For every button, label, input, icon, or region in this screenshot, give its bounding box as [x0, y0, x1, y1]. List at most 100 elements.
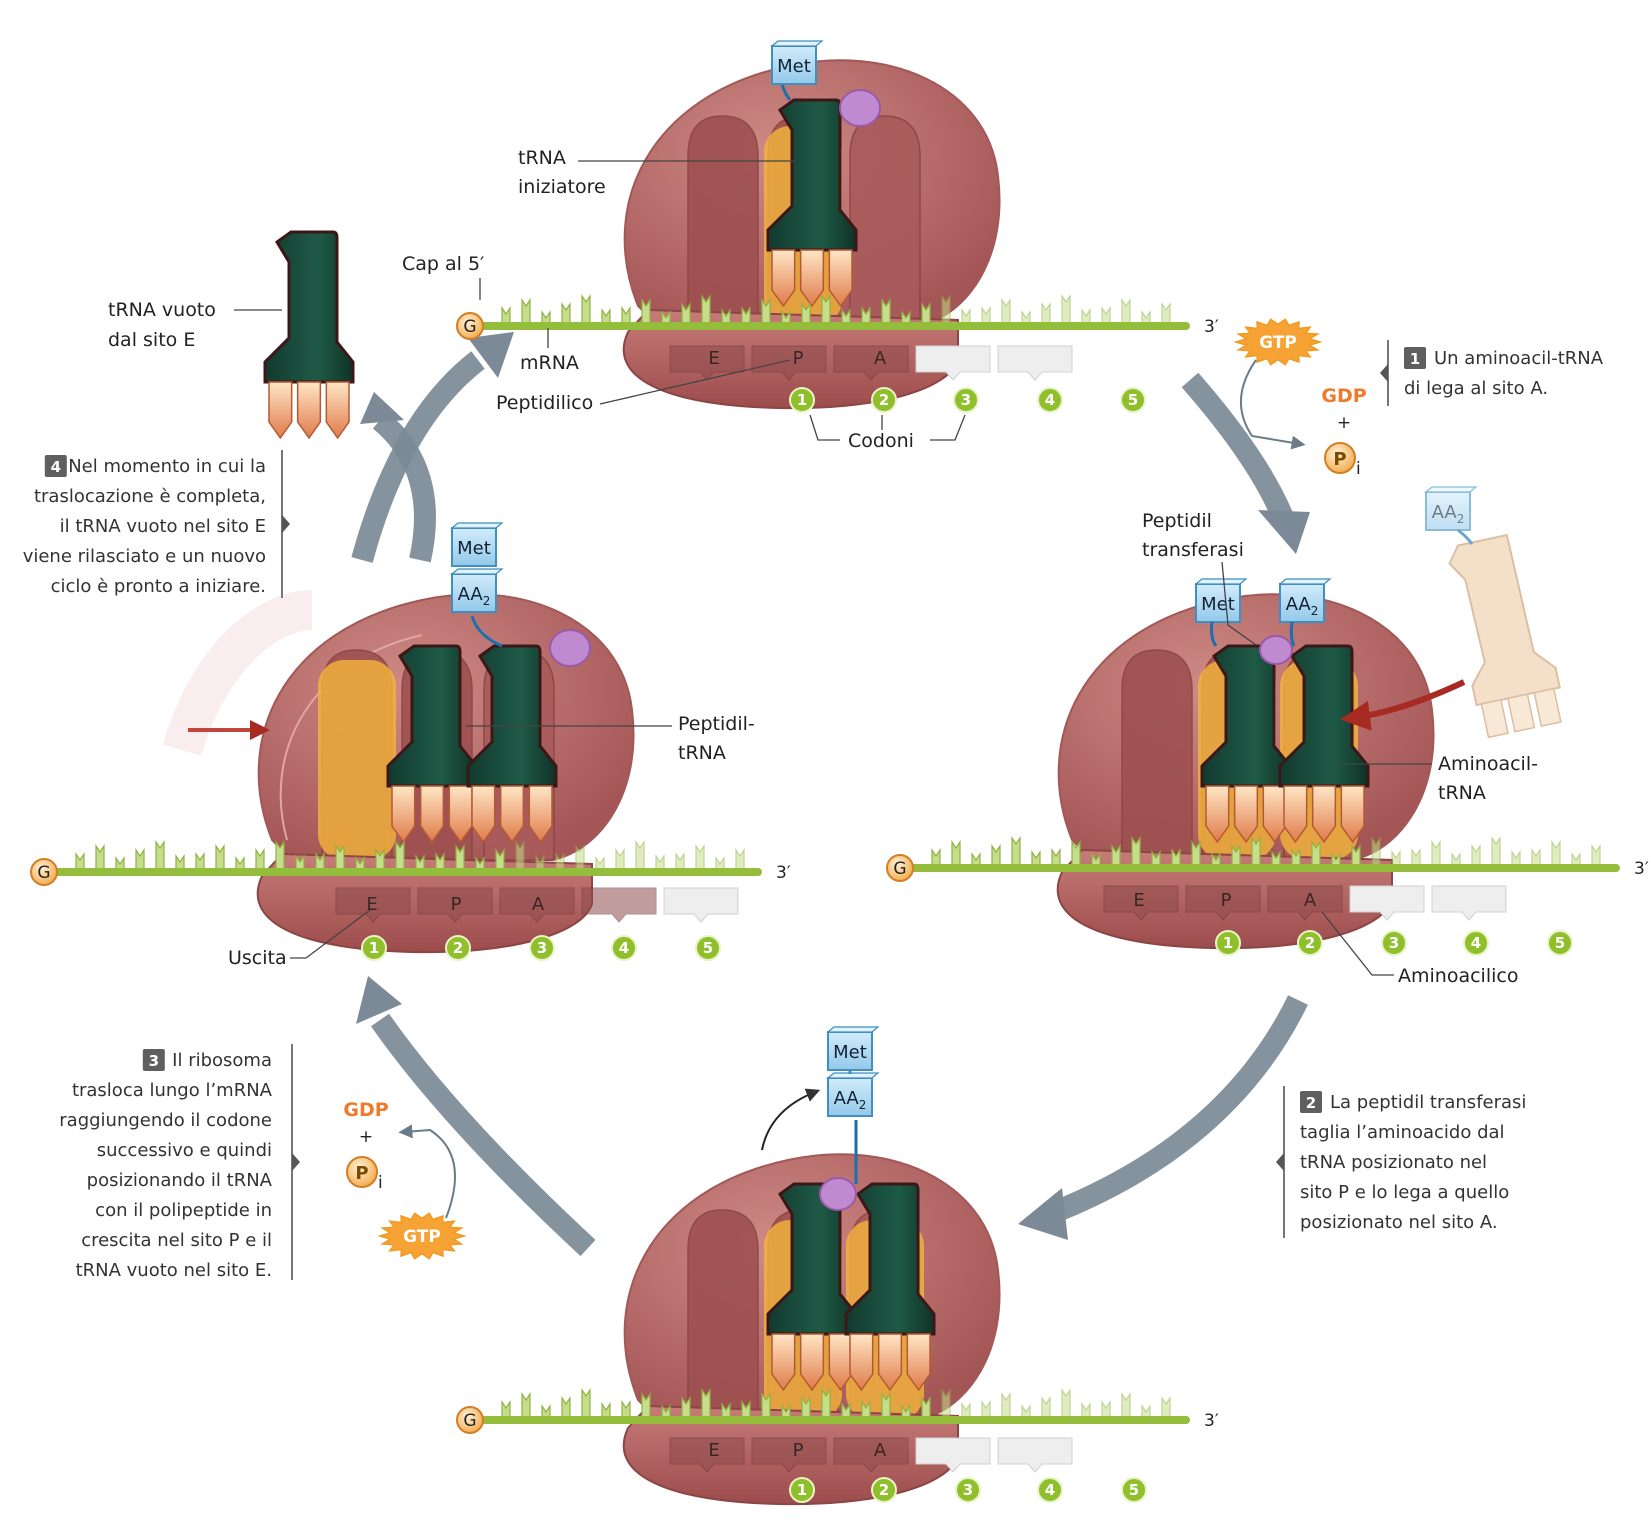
trna-leg: [799, 1333, 825, 1392]
amino-box-label: Met: [1201, 594, 1235, 615]
codon-number-badge: [1120, 387, 1146, 413]
trna-exit: [466, 644, 558, 844]
trna-leg: [1233, 785, 1259, 844]
label-aminoacil-trna-2: tRNA: [1438, 782, 1486, 804]
peptidyl-transferase-site: [1259, 635, 1293, 665]
codon-number-badge: [611, 935, 637, 961]
amino-box-rect: [771, 45, 817, 85]
cycle-arrow-body: [370, 1013, 596, 1257]
label-uscita: Uscita: [228, 947, 287, 969]
site-letter-P: P: [1221, 890, 1232, 911]
cycle-arrow-body: [1055, 995, 1308, 1221]
codon-slot: [1431, 885, 1507, 921]
codon-number-badge: [695, 935, 721, 961]
site-letter-A: A: [532, 894, 545, 915]
cap-5-circle: [456, 1406, 484, 1434]
codon-number: 4: [1045, 1481, 1055, 1499]
energy-arrow: [398, 1124, 456, 1219]
aminoacyl-link: [1210, 621, 1218, 647]
aa2-box: AA2: [450, 568, 504, 613]
trna-leg: [906, 1333, 931, 1392]
step-line: ciclo è pronto a iniziare.: [51, 576, 266, 597]
amino-box-rect: [1195, 583, 1241, 623]
step-caret: [1380, 364, 1388, 382]
step-line: di lega al sito A.: [1404, 378, 1548, 399]
label-trna-vuoto-1: tRNA vuoto: [108, 299, 216, 321]
trna-leg: [471, 785, 496, 844]
label-codoni: Codoni: [848, 430, 914, 452]
cycle-arrow-head: [1018, 1188, 1068, 1240]
trna-initiator: [766, 98, 858, 308]
trna-aminoacyl: [1278, 644, 1370, 844]
gtp-label: GTP: [1259, 333, 1297, 353]
step-line: sito P e lo lega a quello: [1300, 1182, 1509, 1203]
aminoacyl-link: [1457, 528, 1474, 545]
codon-number-badge: [445, 935, 471, 961]
step-line: Un aminoacil-tRNA: [1434, 348, 1604, 369]
step-line: con il polipeptide in: [95, 1200, 272, 1221]
codon-slot: [1103, 885, 1179, 921]
aminoacyl-link: [1289, 621, 1296, 647]
codon-number: 3: [961, 391, 971, 409]
site-letter-A: A: [874, 348, 887, 369]
codon-slot: [997, 345, 1073, 381]
mrna-base: [1061, 294, 1071, 327]
plus-sign: +: [1337, 413, 1351, 433]
codon-number: 2: [1305, 934, 1315, 952]
trna-leg: [499, 785, 525, 844]
site-letter-E: E: [1133, 890, 1144, 911]
mrna-base: [581, 1388, 591, 1421]
label-trna-iniziatore-1: tRNA: [518, 147, 566, 169]
codon-slot: [915, 1437, 991, 1473]
cycle-arrows: [351, 332, 1310, 1257]
step-number-box: [44, 455, 67, 477]
amino-box-top: [770, 40, 824, 47]
cap-5-letter: G: [463, 317, 476, 337]
codon-number: 4: [1045, 391, 1055, 409]
label-peptidil-trna-2: tRNA: [678, 742, 726, 764]
amino-box-rect: [451, 573, 497, 613]
mrna-3-end: 3′: [776, 863, 791, 883]
mrna-strand: [470, 322, 1190, 330]
cycle-arrow-head: [360, 392, 404, 424]
codon-number: 5: [703, 939, 713, 957]
site-letter-P: P: [793, 1440, 804, 1461]
label-cap-5: Cap al 5′: [402, 253, 484, 275]
cap-5-letter: G: [37, 863, 50, 883]
trna-empty-released: [263, 230, 355, 440]
peptidyl-transferase-site: [839, 89, 881, 127]
aa2-box-incoming: AA2: [1424, 486, 1478, 531]
mrna-bases: [501, 1388, 1171, 1421]
trna-leg: [771, 249, 796, 308]
cap-5-circle: [886, 854, 914, 882]
step-line: raggiungendo il codone: [59, 1110, 272, 1131]
cap-5-letter: G: [463, 1411, 476, 1431]
trna-body: [466, 644, 558, 788]
mrna-3-end: 3′: [1204, 317, 1219, 337]
codon-number: 2: [879, 391, 889, 409]
label-aminoacilico: Aminoacilico: [1398, 965, 1518, 987]
trna-peptidyl: [1200, 644, 1292, 844]
trna-leg: [1283, 785, 1308, 844]
codon-number-badge: [1381, 930, 1407, 956]
trna-leg: [296, 381, 322, 440]
codon-number-badge: [361, 935, 387, 961]
step-number: 4: [51, 458, 61, 476]
step-line: Il ribosoma: [172, 1050, 272, 1071]
pi-letter: P: [355, 1163, 368, 1184]
trna-body: [1278, 644, 1370, 788]
step-line: crescita nel sito P e il: [81, 1230, 272, 1251]
amino-box-rect: [827, 1077, 873, 1117]
label-mrna: mRNA: [520, 352, 579, 374]
cycle-arrow-head: [1258, 510, 1310, 554]
codon-slot: [751, 1437, 827, 1473]
trna-leg: [528, 785, 553, 844]
cap-5-circle: [30, 858, 58, 886]
pi-subscript: i: [378, 1173, 383, 1193]
